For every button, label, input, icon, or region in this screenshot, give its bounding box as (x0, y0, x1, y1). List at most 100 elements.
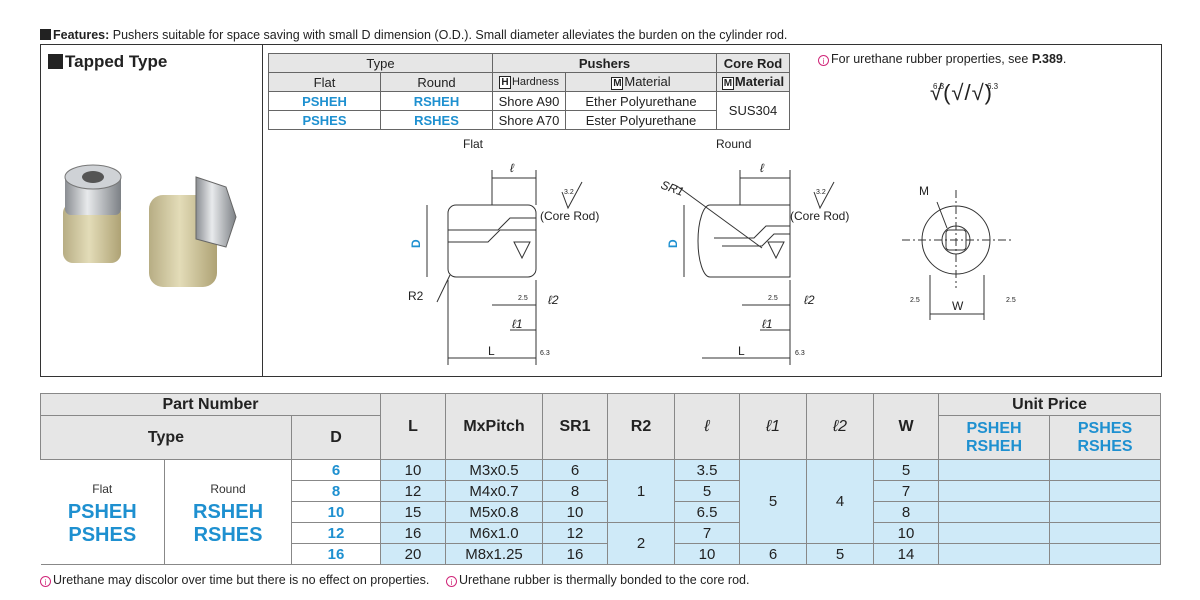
d-cell: 8 (291, 480, 381, 502)
spec-material-cell: Ether Polyurethane (565, 91, 717, 111)
round-core-line (714, 225, 790, 239)
r2-leader (436, 274, 451, 303)
spec-flat-cell: PSHES (268, 110, 381, 130)
col-sr1-header: SR1 (542, 393, 608, 460)
l-cell: 6.5 (674, 501, 740, 523)
w-cell: 8 (873, 501, 939, 523)
flat-triangle (513, 241, 531, 260)
type-header: Type (40, 415, 292, 460)
spec-flat-cell: PSHEH (268, 91, 381, 111)
w-cell: 5 (873, 459, 939, 481)
dim-d-label: D (666, 239, 680, 248)
thread-hole-icon (82, 171, 104, 183)
flat-drawing-title: Flat (463, 137, 484, 151)
round-core-line (722, 233, 790, 247)
spec-pushers-header: Pushers (492, 53, 717, 73)
finish-value: 6.3 (540, 350, 550, 357)
d-cell: 6 (291, 459, 381, 481)
price-cell (1049, 459, 1161, 481)
m-leader (936, 201, 948, 229)
price-cell (1049, 543, 1161, 565)
w-cell: 14 (873, 543, 939, 565)
col-r2-header: R2 (607, 393, 675, 460)
l2-cell: 5 (806, 543, 874, 565)
sr1-leader (676, 185, 763, 249)
finish-mark-icon (561, 181, 583, 210)
l-cell: 10 (674, 543, 740, 565)
price-cell (938, 543, 1050, 565)
price-cell (938, 459, 1050, 481)
core-rod-label: (Core Rod) (790, 209, 849, 223)
round-body-outline (697, 204, 791, 278)
sr1-cell: 8 (542, 480, 608, 502)
dim-L-label: L (738, 344, 745, 358)
col-mxpitch-header: MxPitch (445, 393, 543, 460)
dim-d-label: D (409, 239, 423, 248)
L-cell: 10 (380, 459, 446, 481)
mxpitch-cell: M5x0.8 (445, 501, 543, 523)
flat-type-cell: Flat PSHEH PSHES (40, 459, 166, 565)
d-cell: 12 (291, 522, 381, 544)
price-cell (938, 501, 1050, 523)
L-cell: 12 (380, 480, 446, 502)
price-cell (1049, 501, 1161, 523)
mxpitch-cell: M6x1.0 (445, 522, 543, 544)
price-cell (938, 522, 1050, 544)
mxpitch-cell: M8x1.25 (445, 543, 543, 565)
round-type-cell: Round RSHEH RSHES (164, 459, 292, 565)
L-cell: 20 (380, 543, 446, 565)
product-photo-panel (41, 45, 263, 376)
price-cell (1049, 480, 1161, 502)
sr1-cell: 12 (542, 522, 608, 544)
price-cell (938, 480, 1050, 502)
l1-cell: 5 (739, 459, 807, 544)
spec-round-cell: RSHES (380, 110, 493, 130)
dim-l-label: ℓ (510, 161, 515, 175)
roughness-value-1: 6.3 (933, 82, 945, 91)
finish-value: 3.2 (564, 189, 574, 196)
spec-round-cell: RSHEH (380, 91, 493, 111)
features-text: Pushers suitable for space saving with s… (109, 28, 788, 42)
flat-core-line (448, 229, 536, 243)
l-cell: 3.5 (674, 459, 740, 481)
finish-value: 2.5 (910, 297, 920, 304)
finish-value: 6.3 (795, 350, 805, 357)
flat-pusher-body (63, 203, 121, 263)
finish-value: 2.5 (768, 295, 778, 302)
flat-body-outline (447, 204, 537, 278)
r2-cell: 2 (607, 522, 675, 565)
dim-l2-label: ℓ2 (548, 293, 559, 307)
finish-value: 3.2 (816, 189, 826, 196)
flat-core-line (448, 217, 536, 231)
pin-icon: i (40, 576, 51, 587)
r2-cell: 1 (607, 459, 675, 523)
roughness-value-2: 6.3 (987, 82, 999, 91)
pin-icon: i (818, 55, 829, 66)
sr1-cell: 6 (542, 459, 608, 481)
spec-type-header: Type (268, 53, 493, 73)
w-label: W (952, 299, 964, 313)
product-title: Tapped Type (48, 52, 167, 72)
page-ref-link[interactable]: P.389 (1031, 52, 1063, 66)
dim-l1-label: ℓ1 (512, 317, 523, 331)
col-L-header: L (380, 393, 446, 460)
round-pusher-core (195, 176, 237, 248)
l2-cell: 4 (806, 459, 874, 544)
round-drawing-title: Round (716, 137, 752, 151)
dim-l-label: ℓ (760, 161, 765, 175)
product-photo (63, 164, 237, 287)
sr1-cell: 16 (542, 543, 608, 565)
spec-round-header: Round (380, 72, 493, 92)
unit-price-header: Unit Price (938, 393, 1161, 416)
spec-core-material-cell: SUS304 (716, 91, 790, 130)
finish-value: 2.5 (518, 295, 528, 302)
d-cell: 16 (291, 543, 381, 565)
